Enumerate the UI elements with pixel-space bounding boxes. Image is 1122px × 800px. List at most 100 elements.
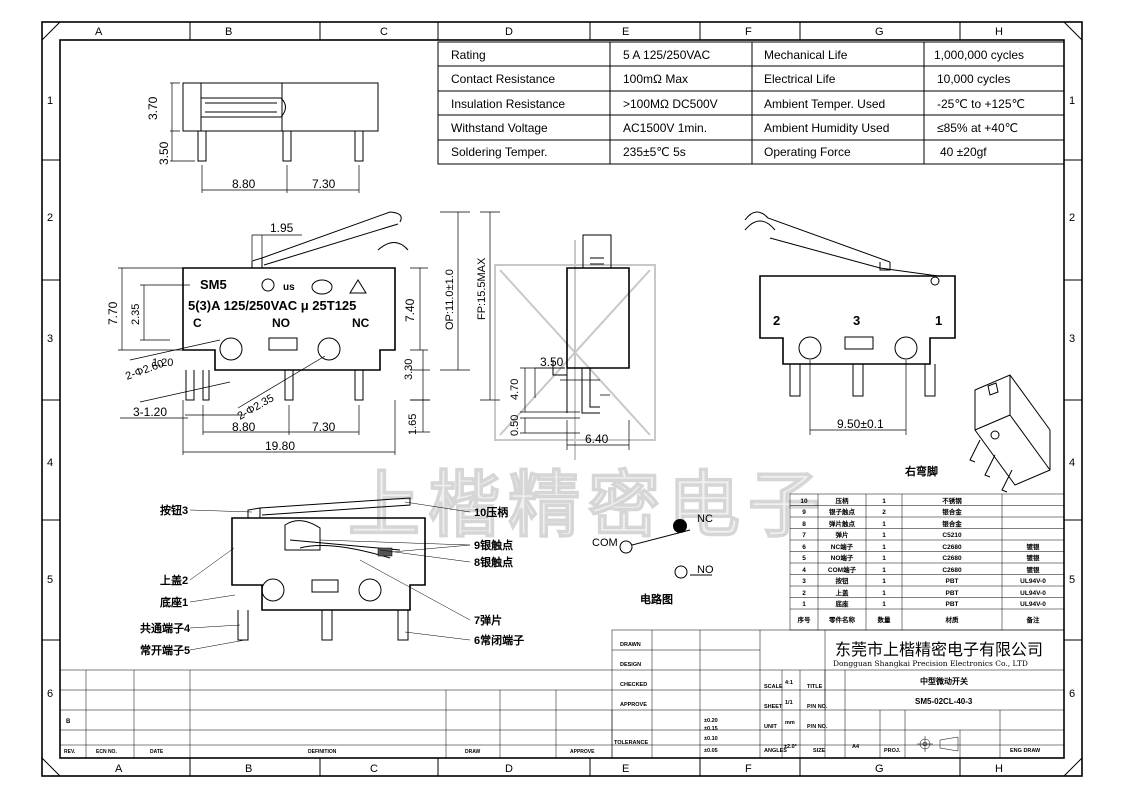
circuit-nc: NC xyxy=(697,513,713,525)
bom-name: 按钮 xyxy=(836,576,850,585)
bom-header: 备注 xyxy=(1026,615,1041,624)
dim-label: 0.50 xyxy=(509,415,521,436)
bom-mat: C2680 xyxy=(942,544,962,551)
dim-label: 1.65 xyxy=(407,414,419,435)
bom-mat: C5210 xyxy=(942,532,962,539)
circuit-no: NO xyxy=(697,564,714,576)
bom-no: 4 xyxy=(802,567,806,574)
bom-name: 弹片 xyxy=(836,530,849,539)
top-view: 3.70 3.50 8.80 7.30 xyxy=(146,82,379,193)
row-label-left: 5 xyxy=(47,574,53,586)
rear-terminal-label: 3 xyxy=(853,313,860,328)
col-label-top: A xyxy=(95,26,103,38)
revision-block: B REV. ECN NO. DATE DEFINITION DRAW APPR… xyxy=(59,669,613,759)
col-label-top: F xyxy=(745,26,752,38)
rev-head: DATE xyxy=(150,749,164,755)
tb-title-label: TITLE xyxy=(807,684,823,690)
bom-no: 3 xyxy=(802,578,806,585)
body-model: SM5 xyxy=(200,277,227,292)
row-label-right: 6 xyxy=(1069,688,1075,700)
front-view: SM5 us 5(3)A 125/250VAC μ 25T125 C NO NC… xyxy=(106,211,500,455)
tb-angles: ±2.0° xyxy=(784,744,797,750)
bom-no: 8 xyxy=(802,521,806,528)
row-label-right: 4 xyxy=(1069,457,1075,469)
spec-value: 1,000,000 cycles xyxy=(934,48,1024,62)
spec-label: Electrical Life xyxy=(764,72,836,86)
dim-label: 7.30 xyxy=(312,177,336,191)
right-bend-label: 右弯脚 xyxy=(904,464,938,478)
dim-label: 4.70 xyxy=(509,379,521,400)
row-label-left: 3 xyxy=(47,333,53,345)
row-label-left: 6 xyxy=(47,688,53,700)
col-label-bottom: E xyxy=(622,763,629,775)
dim-label: 2-Φ2.60 xyxy=(124,358,166,383)
bom-qty: 1 xyxy=(882,544,886,551)
spec-label: Operating Force xyxy=(764,145,851,159)
row-label-right: 2 xyxy=(1069,212,1075,224)
dim-label: 3.70 xyxy=(146,96,160,120)
col-label-top: B xyxy=(225,26,232,38)
dim-label: 8.80 xyxy=(232,177,256,191)
tb-checked: CHECKED xyxy=(620,682,647,688)
bom-mat: 银合金 xyxy=(942,507,962,516)
dim-label: 2.35 xyxy=(130,304,142,325)
bom-note: 镀银 xyxy=(1027,542,1041,551)
bom-qty: 1 xyxy=(882,590,886,597)
bom-qty: 1 xyxy=(882,532,886,539)
dim-label: 7.70 xyxy=(106,301,120,325)
rev-head: DRAW xyxy=(465,749,481,755)
spec-label: Insulation Resistance xyxy=(451,97,565,111)
spec-value: 10,000 cycles xyxy=(937,72,1010,86)
dim-label: FP:15.5MAX xyxy=(476,257,488,320)
bom-header: 零件名称 xyxy=(828,615,856,624)
bom-no: 2 xyxy=(802,590,806,597)
bom-mat: PBT xyxy=(946,578,959,585)
bom-header: 序号 xyxy=(797,615,812,624)
rev-head: ECN NO. xyxy=(96,749,117,755)
tb-unit: mm xyxy=(785,720,795,726)
callout-left: 上盖2 xyxy=(160,573,188,587)
dim-label: 9.50±0.1 xyxy=(837,417,884,431)
col-label-top: G xyxy=(875,26,884,38)
row-label-right: 1 xyxy=(1069,95,1075,107)
bom-note: UL94V-0 xyxy=(1020,601,1046,608)
col-label-bottom: B xyxy=(245,763,252,775)
company-cn: 东莞市上楷精密电子有限公司 xyxy=(835,640,1043,659)
rear-view: 2 3 1 9.50±0.1 xyxy=(744,211,956,435)
projection-symbol-icon xyxy=(917,736,959,752)
callout-right: 10压柄 xyxy=(474,505,508,519)
bom-qty: 1 xyxy=(882,578,886,585)
bom-name: COM端子 xyxy=(828,565,857,574)
spec-value: ≤85% at +40℃ xyxy=(937,121,1018,135)
dim-label: 6.40 xyxy=(585,432,609,446)
bom-qty: 1 xyxy=(882,498,886,505)
bom-header: 数量 xyxy=(878,615,892,624)
spec-table: Rating 5 A 125/250VAC Mechanical Life 1,… xyxy=(437,41,1065,165)
callout-left: 共通端子4 xyxy=(140,621,191,635)
spec-value: AC1500V 1min. xyxy=(623,121,707,135)
tb-title: 中型微动开关 xyxy=(920,676,968,686)
callout-right: 6常闭端子 xyxy=(474,633,524,647)
col-label-bottom: H xyxy=(995,763,1003,775)
col-label-top: D xyxy=(505,26,513,38)
spec-value: 100mΩ Max xyxy=(623,72,688,86)
tb-pn: SM5-02CL-40-3 xyxy=(915,697,973,706)
bom-name: 上盖 xyxy=(836,588,850,597)
bom-note: 镀银 xyxy=(1027,553,1041,562)
bom-no: 10 xyxy=(800,498,808,505)
rev-row-label: B xyxy=(66,719,71,725)
bom-mat: 银合金 xyxy=(942,519,962,528)
bom-qty: 1 xyxy=(882,555,886,562)
bom-mat: PBT xyxy=(946,601,959,608)
circuit-title: 电路图 xyxy=(640,592,673,606)
spec-label: Ambient Temper. Used xyxy=(764,97,885,111)
dim-label: 1.20 xyxy=(152,357,173,369)
bom-no: 6 xyxy=(802,544,806,551)
tb-scale-label: SCALE xyxy=(764,684,783,690)
callout-right: 8银触点 xyxy=(474,555,513,569)
bom-name: 弹片触点 xyxy=(829,519,856,528)
bom-no: 5 xyxy=(802,555,806,562)
dim-label: 7.40 xyxy=(403,298,417,322)
spec-value: >100MΩ DC500V xyxy=(623,97,718,111)
bom-qty: 1 xyxy=(882,567,886,574)
